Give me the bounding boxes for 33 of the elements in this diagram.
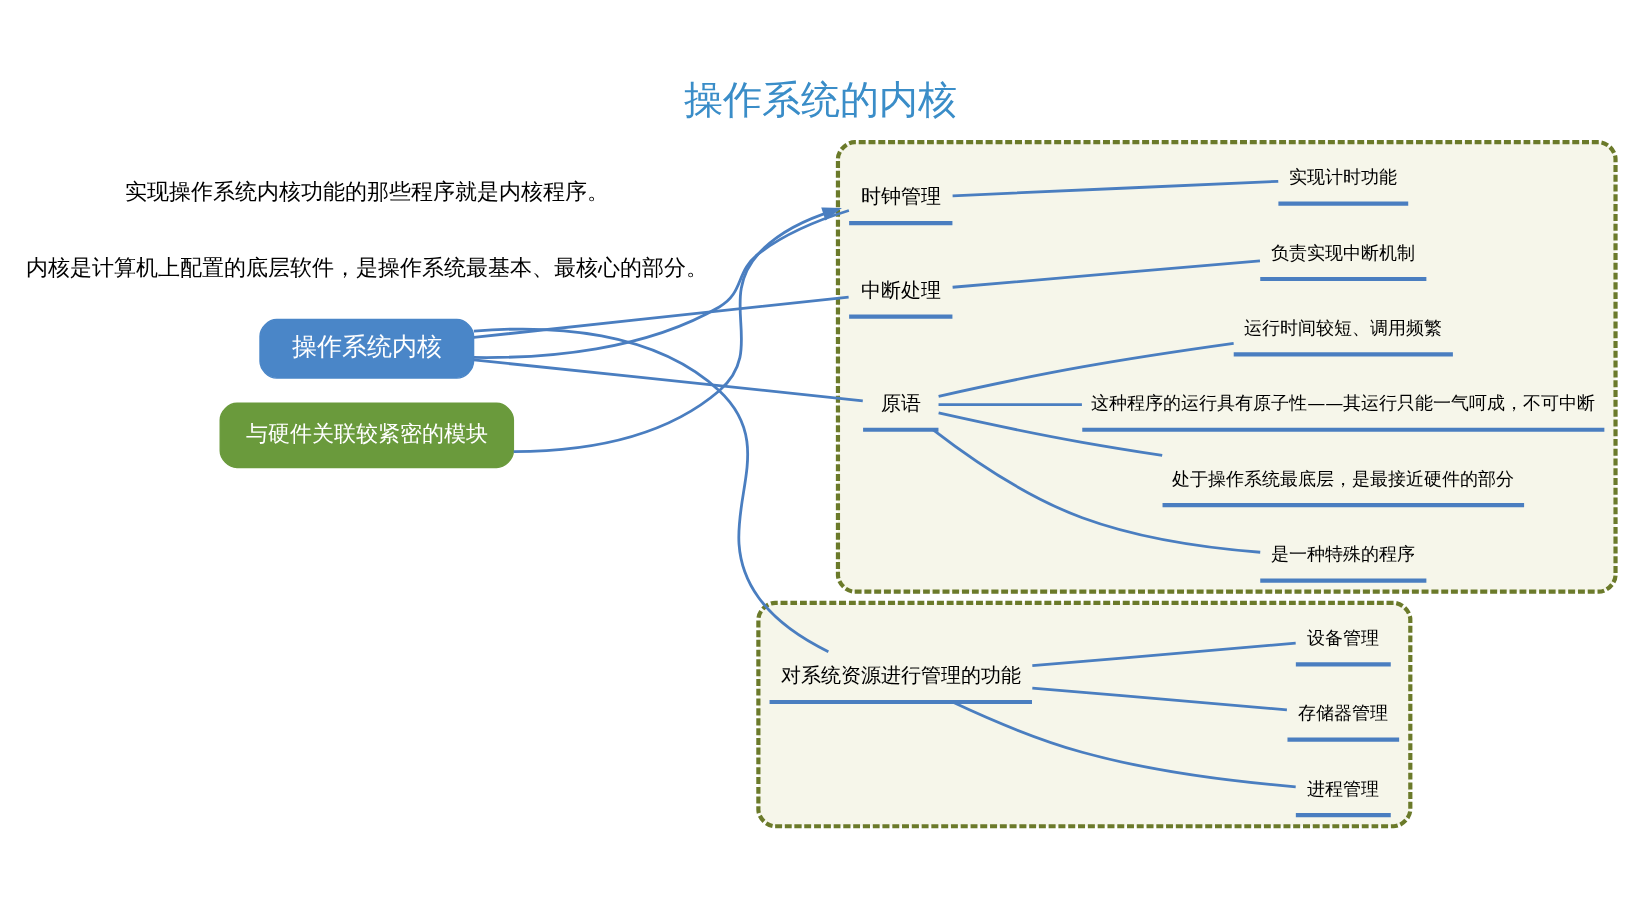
- connector: [1032, 641, 1296, 668]
- node-box: 与硬件关联较紧密的模块: [219, 402, 515, 469]
- node-text: 时钟管理: [860, 185, 941, 209]
- connector: [938, 342, 1234, 398]
- connector: [473, 209, 850, 359]
- diagram-title: 操作系统的内核: [684, 77, 957, 123]
- node-text: 进程管理: [1307, 777, 1380, 799]
- cluster: [835, 140, 1618, 594]
- connector: [932, 428, 1261, 554]
- label: 内核是计算机上配置的底层软件，是操作系统最基本、最核心的部分。: [25, 253, 708, 280]
- connector: [952, 179, 1279, 198]
- node-text: 存储器管理: [1298, 702, 1389, 724]
- node-text: 负责实现中断机制: [1271, 241, 1416, 263]
- connector: [473, 295, 849, 339]
- node-text: 这种程序的运行具有原子性——其运行只能一气呵成，不可中断: [1091, 392, 1596, 414]
- label: 实现操作系统内核功能的那些程序就是内核程序。: [124, 178, 609, 205]
- arrow: [513, 207, 842, 453]
- node-text: 是一种特殊的程序: [1271, 543, 1416, 565]
- node-text: 运行时间较短、调用频繁: [1244, 317, 1443, 339]
- node-text: 实现计时功能: [1289, 166, 1398, 188]
- cluster: [756, 600, 1413, 829]
- node-text: 对系统资源进行管理的功能: [780, 664, 1021, 688]
- connector: [938, 411, 1163, 457]
- node-text: 中断处理: [860, 278, 941, 302]
- connector: [1032, 686, 1288, 712]
- connector: [473, 327, 829, 653]
- node-text: 原语: [880, 391, 921, 415]
- node-box: 操作系统内核: [259, 318, 475, 379]
- node-text: 设备管理: [1307, 626, 1380, 648]
- connector: [938, 403, 1082, 407]
- node-text: 处于操作系统最底层，是最接近硬件的部分: [1172, 467, 1515, 489]
- connector: [952, 259, 1261, 289]
- connector: [473, 358, 863, 403]
